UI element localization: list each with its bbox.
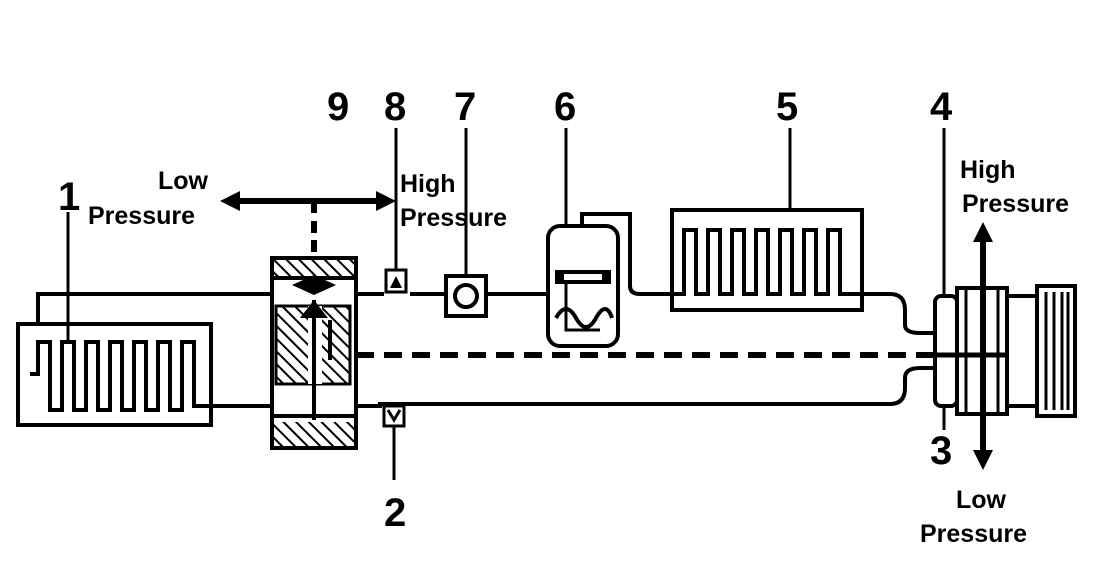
label-left-low: Low (158, 167, 209, 195)
label-5: 5 (776, 85, 798, 129)
condenser-coil (670, 128, 864, 312)
connecting-pipes (36, 212, 935, 408)
label-2: 2 (384, 491, 406, 535)
label-mid-pressure: Pressure (400, 204, 507, 232)
label-6: 6 (554, 85, 576, 129)
label-bottom-pressure: Pressure (920, 520, 1027, 548)
expansion-valve (270, 240, 358, 450)
label-right-pressure: Pressure (962, 190, 1069, 218)
label-bottom-low: Low (956, 486, 1007, 514)
high-pressure-sensor (384, 128, 408, 294)
label-8: 8 (384, 85, 406, 129)
vertical-pressure-arrow (973, 222, 993, 470)
label-7: 7 (454, 85, 476, 129)
label-1: 1 (58, 175, 80, 219)
label-mid-high: High (400, 170, 456, 198)
sight-glass (444, 128, 488, 318)
label-3: 3 (930, 429, 952, 473)
label-right-high: High (960, 156, 1016, 184)
label-4: 4 (930, 85, 953, 129)
receiver-drier (546, 128, 620, 348)
evaporator-coil (16, 322, 213, 427)
horizontal-pressure-arrow (220, 191, 396, 240)
label-left-pressure: Pressure (88, 202, 195, 230)
low-pressure-sensor (382, 404, 406, 480)
label-9: 9 (327, 85, 349, 129)
